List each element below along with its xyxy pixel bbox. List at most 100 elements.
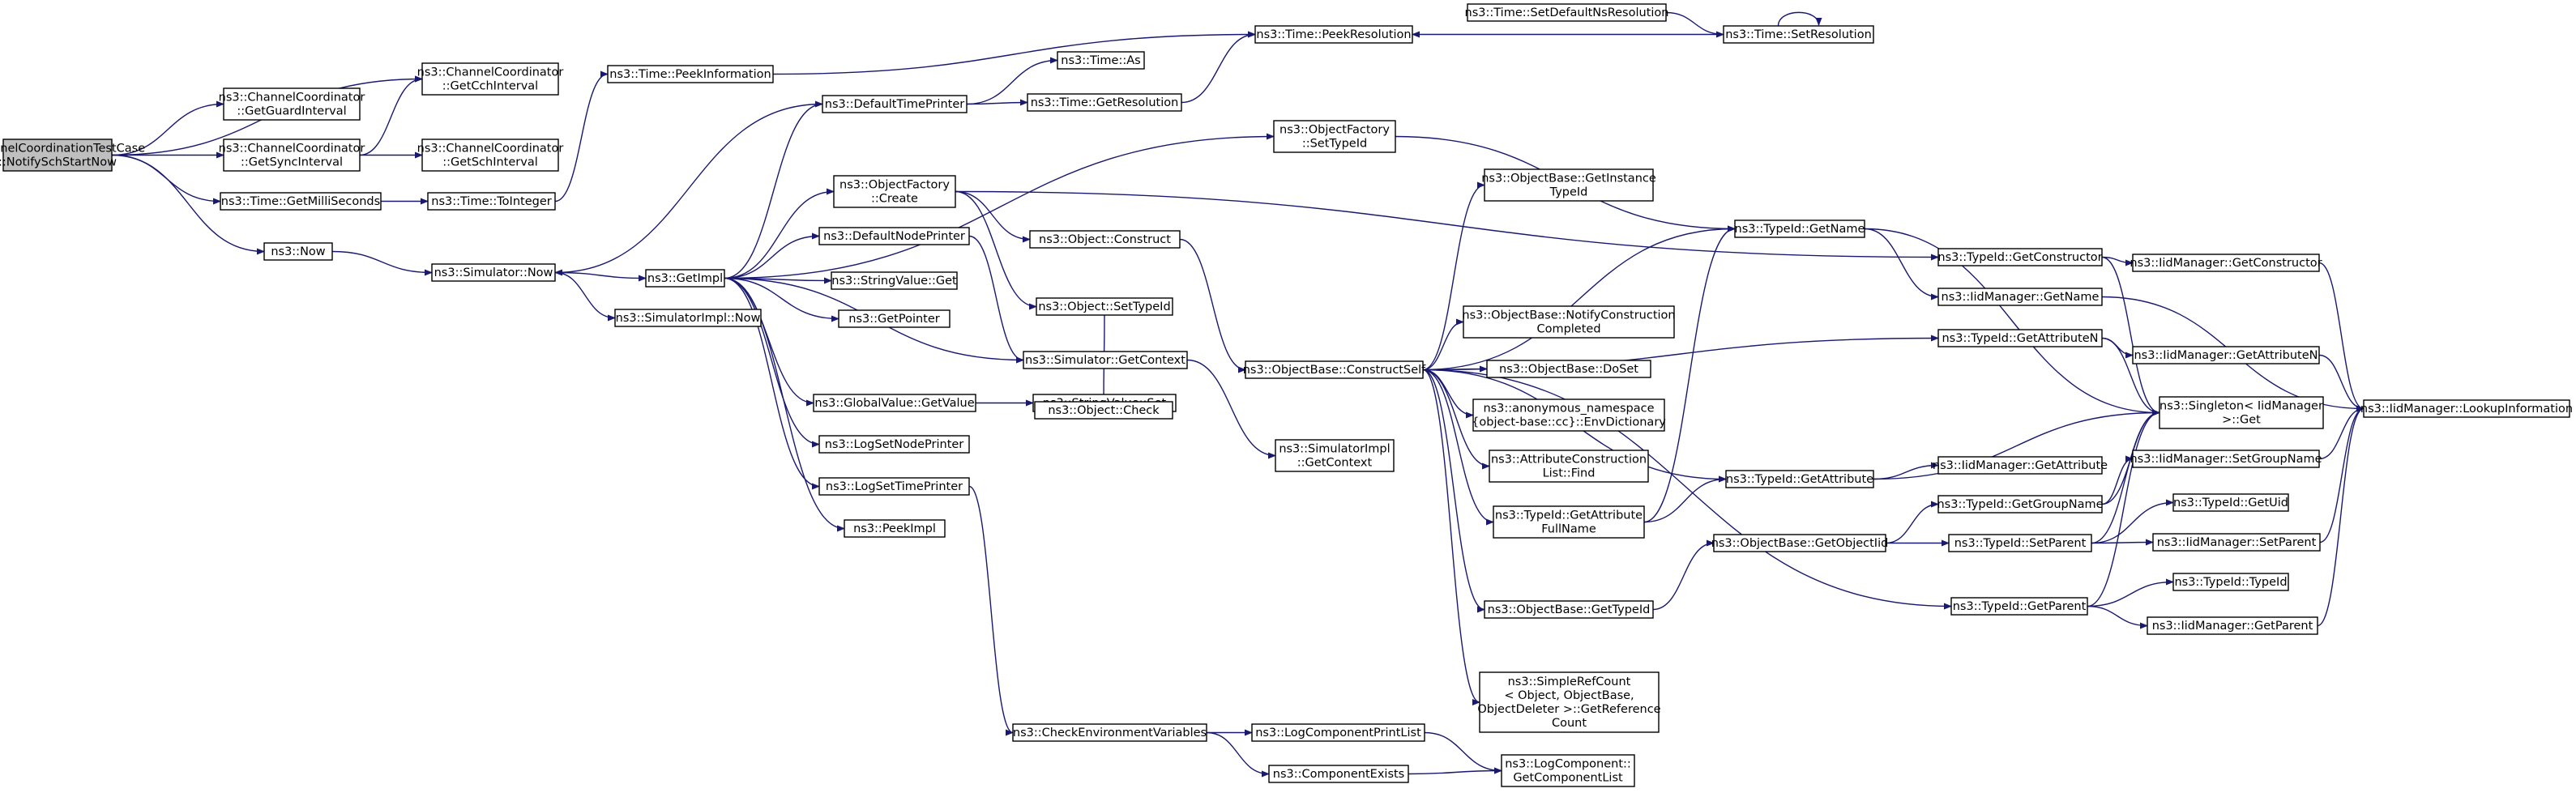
- node-cc-getcch[interactable]: ns3::ChannelCoordinator::GetCchInterval: [417, 62, 564, 96]
- node-check-env[interactable]: ns3::CheckEnvironmentVariables: [1012, 723, 1207, 742]
- node-defnodeprinter[interactable]: ns3::DefaultNodePrinter: [818, 227, 970, 245]
- node-tid-getparent[interactable]: ns3::TypeId::GetParent: [1950, 597, 2088, 616]
- node-time-setres[interactable]: ns3::Time::SetResolution: [1723, 25, 1874, 44]
- node-time-peekinfo[interactable]: ns3::Time::PeekInformation: [607, 65, 774, 83]
- node-srefcount[interactable]: ns3::SimpleRefCount< Object, ObjectBase,…: [1477, 671, 1661, 733]
- call-edge-logcomp_printlist-to-logcomp_getlist: [1424, 731, 1502, 774]
- node-tid-typeid[interactable]: ns3::TypeId::TypeId: [2172, 573, 2289, 591]
- call-edge-time_getres-to-time_peekres: [1181, 31, 1256, 104]
- node-tid-getctor[interactable]: ns3::TypeId::GetConstructor: [1937, 248, 2103, 266]
- node-iid-getattrn[interactable]: ns3::IidManager::GetAttributeN: [2132, 346, 2320, 364]
- call-edge-getimpl-to-deftimeprinter: [724, 100, 823, 279]
- node-anon-envdict[interactable]: ns3::anonymous_namespace{object-base::cc…: [1472, 398, 1666, 432]
- node-getpointer[interactable]: ns3::GetPointer: [838, 309, 951, 328]
- node-gv-getvalue[interactable]: ns3::GlobalValue::GetValue: [813, 394, 976, 412]
- node-label: ns3::ObjectBase::GetInstance: [1481, 173, 1656, 185]
- node-label: ns3::ObjectBase::DoSet: [1499, 363, 1638, 376]
- call-edge-time_peekinfo-to-time_peekres: [772, 31, 1256, 75]
- call-edge-time_setdefres-to-time_setres: [1665, 11, 1724, 38]
- call-edge-tid_getname-to-singleton_get: [1864, 228, 2160, 416]
- node-logcomp-printlist[interactable]: ns3::LogComponentPrintList: [1251, 723, 1425, 742]
- call-edge-tid_getattrfull-to-tid_getname: [1643, 225, 1736, 523]
- node-simimpl-getctx[interactable]: ns3::SimulatorImpl::GetContext: [1275, 439, 1395, 472]
- node-logsetnode[interactable]: ns3::LogSetNodePrinter: [818, 435, 970, 454]
- node-root[interactable]: ChannelCoordinationTestCase::NotifySchSt…: [0, 139, 145, 172]
- call-edge-defnodeprinter-to-sim_getcontext: [968, 235, 1024, 364]
- node-label: ::NotifySchStartNow: [0, 156, 117, 169]
- node-box: [1937, 329, 2103, 347]
- node-label: Completed: [1536, 323, 1600, 336]
- node-iid-getattr[interactable]: ns3::IidManager::GetAttribute: [1933, 456, 2108, 475]
- node-box: [1723, 25, 1874, 44]
- node-box: [220, 192, 382, 211]
- node-box: [2132, 346, 2320, 364]
- node-tid-getname[interactable]: ns3::TypeId::GetName: [1734, 219, 1865, 238]
- node-box: [1012, 723, 1207, 742]
- node-simimpl-now[interactable]: ns3::SimulatorImpl::Now: [614, 309, 762, 327]
- node-iid-lookup[interactable]: ns3::IidManager::LookupInformation: [2360, 399, 2573, 418]
- node-iid-setgroupname[interactable]: ns3::IidManager::SetGroupName: [2130, 450, 2322, 468]
- node-time-getms[interactable]: ns3::Time::GetMilliSeconds: [220, 192, 382, 211]
- node-sim-now[interactable]: ns3::Simulator::Now: [431, 263, 556, 282]
- node-label: ns3::DefaultNodePrinter: [823, 230, 965, 243]
- node-tid-getattrn[interactable]: ns3::TypeId::GetAttributeN: [1937, 329, 2103, 347]
- node-comp-exists[interactable]: ns3::ComponentExists: [1268, 765, 1409, 783]
- node-obj-construct[interactable]: ns3::Object::Construct: [1029, 230, 1181, 249]
- node-box: [1501, 754, 1635, 787]
- node-tid-getattr[interactable]: ns3::TypeId::GetAttribute: [1725, 470, 1874, 488]
- node-tid-getgroupname[interactable]: ns3::TypeId::GetGroupName: [1937, 495, 2104, 514]
- node-iid-getname[interactable]: ns3::IidManager::GetName: [1937, 288, 2103, 306]
- node-box: [1027, 93, 1182, 112]
- node-tid-setparent[interactable]: ns3::TypeId::SetParent: [1948, 534, 2092, 552]
- node-cc-getsch[interactable]: ns3::ChannelCoordinator::GetSchInterval: [417, 139, 564, 172]
- node-box: [1937, 248, 2103, 266]
- node-box: [1948, 534, 2092, 552]
- node-ob-doset[interactable]: ns3::ObjectBase::DoSet: [1486, 360, 1651, 378]
- node-box: [813, 394, 976, 412]
- node-box: [1463, 305, 1675, 339]
- node-sim-getcontext[interactable]: ns3::Simulator::GetContext: [1023, 351, 1188, 369]
- node-time-getres[interactable]: ns3::Time::GetResolution: [1027, 93, 1182, 112]
- node-time-peekres[interactable]: ns3::Time::PeekResolution: [1254, 25, 1413, 44]
- node-logcomp-getlist[interactable]: ns3::LogComponent::GetComponentList: [1501, 754, 1635, 787]
- node-logsettime[interactable]: ns3::LogSetTimePrinter: [818, 477, 970, 496]
- node-peekimpl[interactable]: ns3::PeekImpl: [844, 519, 946, 538]
- node-deftimeprinter[interactable]: ns3::DefaultTimePrinter: [822, 95, 968, 113]
- node-iid-getctor[interactable]: ns3::IidManager::GetConstructor: [2130, 254, 2322, 272]
- node-label: ns3::ObjectFactory: [1279, 124, 1390, 137]
- call-edge-tid_getparent-to-tid_typeid: [2087, 578, 2174, 607]
- node-getimpl[interactable]: ns3::GetImpl: [645, 269, 725, 288]
- node-of-settypeid[interactable]: ns3::ObjectFactory::SetTypeId: [1273, 120, 1396, 153]
- node-ob-getobjtid[interactable]: ns3::ObjectBase::GetObjectIid: [1711, 534, 1889, 552]
- node-box: [1467, 3, 1667, 22]
- node-obj-settypeid[interactable]: ns3::Object::SetTypeId: [1036, 297, 1173, 316]
- node-label: ns3::DefaultTimePrinter: [825, 98, 964, 111]
- node-ob-notify[interactable]: ns3::ObjectBase::NotifyConstructionCompl…: [1462, 305, 1676, 339]
- node-label: ns3::IidManager::GetAttribute: [1933, 459, 2108, 472]
- node-iid-getparent[interactable]: ns3::IidManager::GetParent: [2147, 616, 2318, 635]
- call-edge-tid_setparent-to-singleton_get: [2091, 409, 2160, 544]
- node-cc-getsync[interactable]: ns3::ChannelCoordinator::GetSyncInterval: [219, 139, 365, 172]
- node-label: < Object, ObjectBase,: [1504, 689, 1634, 702]
- node-tid-getuid[interactable]: ns3::TypeId::GetUid: [2172, 493, 2289, 512]
- node-ob-constructself[interactable]: ns3::ObjectBase::ConstructSelf: [1243, 360, 1426, 379]
- node-ns3-now[interactable]: ns3::Now: [263, 242, 333, 261]
- node-of-create[interactable]: ns3::ObjectFactory::Create: [833, 175, 956, 208]
- call-edge-ob_constructself-to-anon_envdict: [1422, 369, 1474, 419]
- node-singleton-get[interactable]: ns3::Singleton< IidManager>::Get: [2159, 396, 2324, 429]
- node-iid-setparent[interactable]: ns3::IidManager::SetParent: [2152, 533, 2321, 552]
- node-strval-get[interactable]: ns3::StringValue::Get: [831, 271, 958, 290]
- node-time-setdefres[interactable]: ns3::Time::SetDefaultNsResolution: [1465, 3, 1669, 22]
- node-ob-gettypeid[interactable]: ns3::ObjectBase::GetTypeId: [1484, 600, 1654, 619]
- node-obj-check[interactable]: ns3::Object::Check: [1034, 401, 1173, 420]
- node-box: [2172, 573, 2289, 591]
- node-time-as[interactable]: ns3::Time::As: [1057, 51, 1145, 70]
- node-box: [427, 192, 556, 211]
- node-time-toint[interactable]: ns3::Time::ToInteger: [427, 192, 556, 211]
- node-cc-getguard[interactable]: ns3::ChannelCoordinator::GetGuardInterva…: [219, 87, 365, 121]
- node-label: ::GetSyncInterval: [241, 156, 343, 169]
